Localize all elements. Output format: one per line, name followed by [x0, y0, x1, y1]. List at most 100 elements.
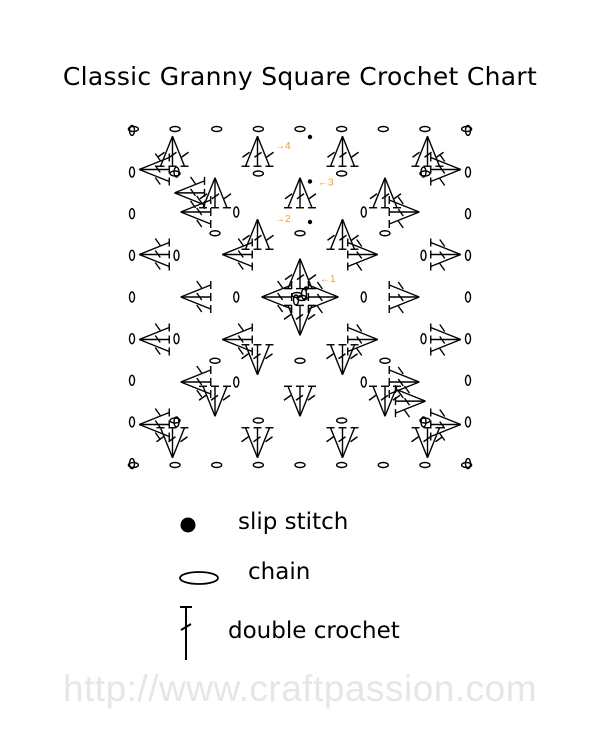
chain-symbol: [464, 207, 472, 220]
round-number-1: ←1: [320, 274, 336, 285]
dc-cluster: [180, 365, 212, 398]
chain-symbol: [128, 457, 136, 470]
dc-cluster: [388, 196, 420, 229]
chain-symbol: [292, 294, 300, 306]
chain-symbol: [209, 357, 221, 364]
chain-symbol: [128, 291, 136, 303]
dc-cluster: [138, 238, 170, 271]
dc-cluster: [284, 258, 317, 290]
chain-symbol: [128, 166, 136, 178]
dc-cluster: [221, 323, 253, 356]
chain-symbol: [464, 249, 472, 262]
dc-cluster: [180, 280, 212, 313]
dc-cluster: [241, 218, 274, 250]
dc-cluster: [241, 135, 274, 167]
dc-cluster: [241, 427, 274, 459]
dc-cluster: [388, 281, 420, 314]
watermark-url: http://www.craftpassion.com: [62, 668, 538, 709]
dc-cluster: [138, 323, 170, 356]
dc-cluster: [430, 323, 462, 356]
chain-symbol: [128, 207, 136, 220]
legend-label-double-crochet: double crochet: [228, 618, 400, 644]
dc-cluster: [283, 385, 316, 417]
chain-symbol: [464, 166, 472, 178]
dc-cluster: [430, 153, 462, 186]
legend-chain: chain: [0, 555, 600, 605]
chain-symbol: [419, 170, 431, 177]
chain-symbol: [464, 416, 472, 428]
dc-cluster: [199, 177, 232, 209]
chain-icon: [179, 571, 219, 585]
slip-stitch-symbol: [307, 219, 313, 225]
chain-symbol: [420, 332, 427, 345]
chain-symbol: [294, 125, 306, 133]
chain-symbol: [335, 125, 348, 133]
chain-symbol: [128, 416, 136, 428]
chain-symbol: [464, 291, 472, 303]
chain-symbol: [252, 125, 265, 133]
dc-cluster: [411, 135, 444, 167]
chain-symbol: [173, 332, 180, 345]
chain-symbol: [209, 230, 221, 237]
legend-label-slip-stitch: slip stitch: [238, 509, 349, 535]
chain-symbol: [464, 332, 472, 345]
chain-symbol: [210, 461, 223, 469]
dc-cluster: [138, 408, 170, 441]
chain-symbol: [173, 166, 180, 178]
dc-cluster: [284, 177, 317, 209]
stitch-symbols: [127, 124, 473, 470]
dc-cluster: [180, 195, 212, 228]
dc-cluster: [283, 304, 316, 336]
dc-cluster: [411, 427, 444, 459]
legend-slip-stitch: slip stitch: [0, 505, 600, 555]
dc-cluster: [307, 281, 339, 314]
dc-cluster: [347, 238, 379, 271]
chain-symbol: [252, 461, 265, 469]
chain-symbol: [420, 249, 427, 262]
chain-symbol: [419, 125, 431, 133]
slip-stitch-symbol: [307, 179, 313, 184]
legend-double-crochet: double crochet: [0, 600, 600, 665]
double-crochet-icon: [180, 606, 192, 660]
round-number-3: ←3: [318, 178, 334, 189]
slip-stitch-icon: [180, 517, 196, 533]
chain-symbol: [377, 125, 389, 133]
dc-cluster: [347, 323, 379, 356]
chain-symbol: [335, 461, 348, 469]
chart-title: Classic Granny Square Crochet Chart: [62, 62, 538, 91]
slip-stitch-symbol: [307, 134, 313, 140]
chain-symbol: [420, 416, 427, 428]
chain-symbol: [379, 357, 391, 364]
dc-cluster: [368, 385, 401, 417]
chain-symbol: [128, 124, 136, 137]
dc-cluster: [156, 135, 189, 167]
round-number-4: →4: [275, 141, 291, 152]
chain-symbol: [233, 206, 240, 218]
dc-cluster: [326, 427, 359, 459]
legend-label-chain: chain: [248, 559, 311, 585]
chain-symbol: [169, 125, 181, 133]
chain-symbol: [128, 374, 136, 386]
dc-cluster: [261, 280, 293, 313]
dc-cluster: [326, 135, 359, 167]
chain-symbol: [169, 461, 181, 469]
crochet-chart: ←1 →2 ←3 →4: [127, 124, 473, 470]
chain-symbol: [419, 461, 431, 469]
chain-symbol: [460, 125, 473, 133]
chain-symbol: [377, 461, 389, 469]
chain-symbol: [173, 249, 180, 262]
round-number-2: →2: [275, 214, 291, 225]
chain-symbol: [294, 230, 306, 237]
chain-symbol: [210, 125, 223, 133]
dc-cluster: [430, 238, 462, 271]
chain-symbol: [464, 457, 472, 470]
chain-symbol: [360, 376, 367, 388]
chain-symbol: [128, 249, 136, 262]
dc-cluster: [156, 427, 189, 459]
chain-symbol: [128, 332, 136, 345]
round-markers: ←1 →2 ←3 →4: [275, 141, 336, 285]
chain-symbol: [233, 376, 240, 388]
chain-symbol: [252, 170, 265, 177]
dc-cluster: [221, 238, 253, 271]
chain-symbol: [360, 291, 367, 303]
